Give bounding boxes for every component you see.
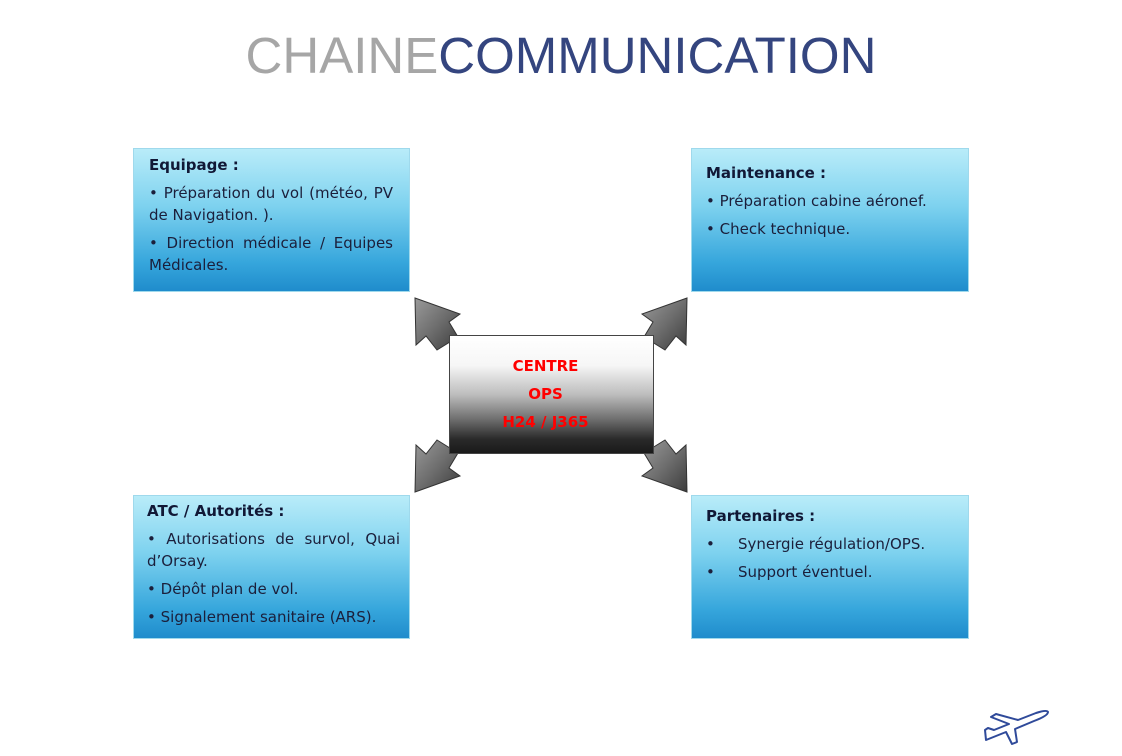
bullet: • — [147, 530, 156, 548]
maintenance-box: Maintenance : • Préparation cabine aéron… — [691, 148, 969, 292]
equipage-box: Equipage : • Préparation du vol (météo, … — [133, 148, 410, 292]
center-line-3: H24 / J365 — [502, 413, 589, 431]
atc-box: ATC / Autorités : • Autorisations de sur… — [133, 495, 410, 639]
partenaires-box: Partenaires : •Synergie régulation/OPS. … — [691, 495, 969, 639]
equipage-item-text: Préparation du vol (météo, PV de Navigat… — [149, 184, 393, 224]
bullet: • — [706, 535, 715, 553]
bullet: • — [706, 220, 715, 238]
airplane-icon — [984, 709, 1049, 745]
equipage-item: • Préparation du vol (météo, PV de Navig… — [149, 182, 393, 226]
equipage-item-text: Direction médicale / Equipes Médicales. — [149, 234, 393, 274]
atc-item: • Signalement sanitaire (ARS). — [147, 606, 400, 628]
arrow-to-equipage — [414, 297, 462, 351]
title-part-chaine: CHAINE — [245, 27, 439, 84]
maintenance-item-text: Check technique. — [719, 220, 851, 238]
bullet: • — [706, 563, 715, 581]
partenaires-heading: Partenaires : — [706, 507, 816, 525]
atc-item: • Dépôt plan de vol. — [147, 578, 400, 600]
bullet: • — [149, 234, 158, 252]
title-part-communication: COMMUNICATION — [438, 27, 877, 84]
atc-heading: ATC / Autorités : — [147, 502, 285, 520]
partenaires-item: • Synergie régulation/OPS. — [706, 533, 954, 555]
partenaires-item-text: Support éventuel. — [738, 563, 873, 581]
center-line-1: CENTRE — [512, 357, 579, 375]
bullet: • — [147, 580, 156, 598]
equipage-heading: Equipage : — [149, 156, 239, 174]
maintenance-item-text: Préparation cabine aéronef. — [719, 192, 927, 210]
atc-item: • Autorisations de survol, Quai d’Orsay. — [147, 528, 400, 572]
page-title: CHAINECOMMUNICATION — [0, 26, 1122, 86]
atc-item-text: Signalement sanitaire (ARS). — [160, 608, 377, 626]
bullet: • — [149, 184, 158, 202]
maintenance-item: • Check technique. — [706, 218, 954, 240]
bullet: • — [706, 192, 715, 210]
center-line-2: OPS — [528, 385, 563, 403]
maintenance-heading: Maintenance : — [706, 164, 826, 182]
partenaires-item: • Support éventuel. — [706, 561, 954, 583]
center-ops-box: CENTRE OPS H24 / J365 — [449, 335, 654, 454]
arrow-to-atc — [414, 439, 462, 493]
atc-item-text: Dépôt plan de vol. — [160, 580, 299, 598]
maintenance-item: • Préparation cabine aéronef. — [706, 190, 954, 212]
atc-item-text: Autorisations de survol, Quai d’Orsay. — [147, 530, 400, 570]
partenaires-item-text: Synergie régulation/OPS. — [738, 535, 926, 553]
equipage-item: • Direction médicale / Equipes Médicales… — [149, 232, 393, 276]
bullet: • — [147, 608, 156, 626]
